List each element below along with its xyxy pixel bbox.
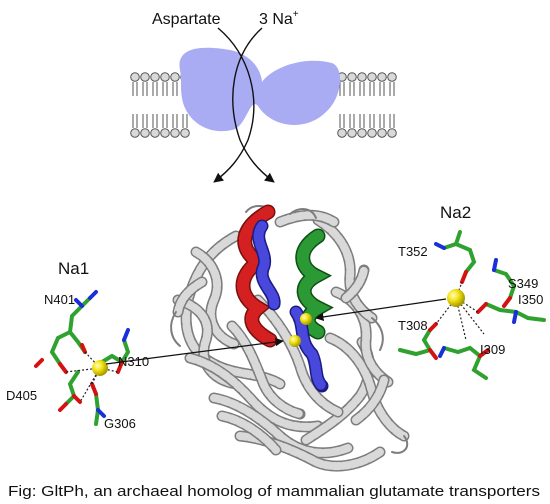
na1-site: Na1 — [6, 259, 149, 431]
sodium-ion-na1-protein — [289, 335, 301, 347]
sodium-label: 3 Na+ — [259, 9, 299, 28]
sodium-path-arrow — [232, 27, 275, 183]
na2-title: Na2 — [440, 203, 471, 222]
residue-label-s349: S349 — [508, 276, 538, 291]
residue-label-i309: I309 — [480, 342, 505, 357]
na1-pointer-arrow — [105, 337, 284, 365]
aspartate-label: Aspartate — [152, 11, 221, 28]
transporter-shape — [179, 47, 341, 132]
na1-title: Na1 — [58, 259, 89, 278]
na2-site: Na2 — [398, 203, 546, 380]
residue-label-i350: I350 — [518, 292, 543, 307]
figure-caption: Fig: GltPh, an archaeal homolog of mamma… — [8, 483, 540, 500]
sodium-ion-na2-protein — [300, 313, 312, 325]
sodium-ion-na1 — [92, 360, 108, 376]
sodium-ion-na2 — [447, 289, 465, 307]
na2-pointer-arrow — [315, 298, 447, 322]
helix-red — [235, 204, 278, 348]
membrane-right — [337, 72, 397, 138]
residue-label-n401: N401 — [44, 292, 75, 307]
residue-label-d405: D405 — [6, 388, 37, 403]
residue-label-n310: N310 — [118, 354, 149, 369]
residue-label-t308: T308 — [398, 318, 428, 333]
residue-label-g306: G306 — [104, 416, 136, 431]
aspartate-path-arrow — [213, 27, 255, 183]
protein-structure — [170, 205, 410, 472]
helix-blue — [252, 219, 329, 393]
membrane-left — [130, 72, 190, 138]
residue-label-t352: T352 — [398, 244, 428, 259]
